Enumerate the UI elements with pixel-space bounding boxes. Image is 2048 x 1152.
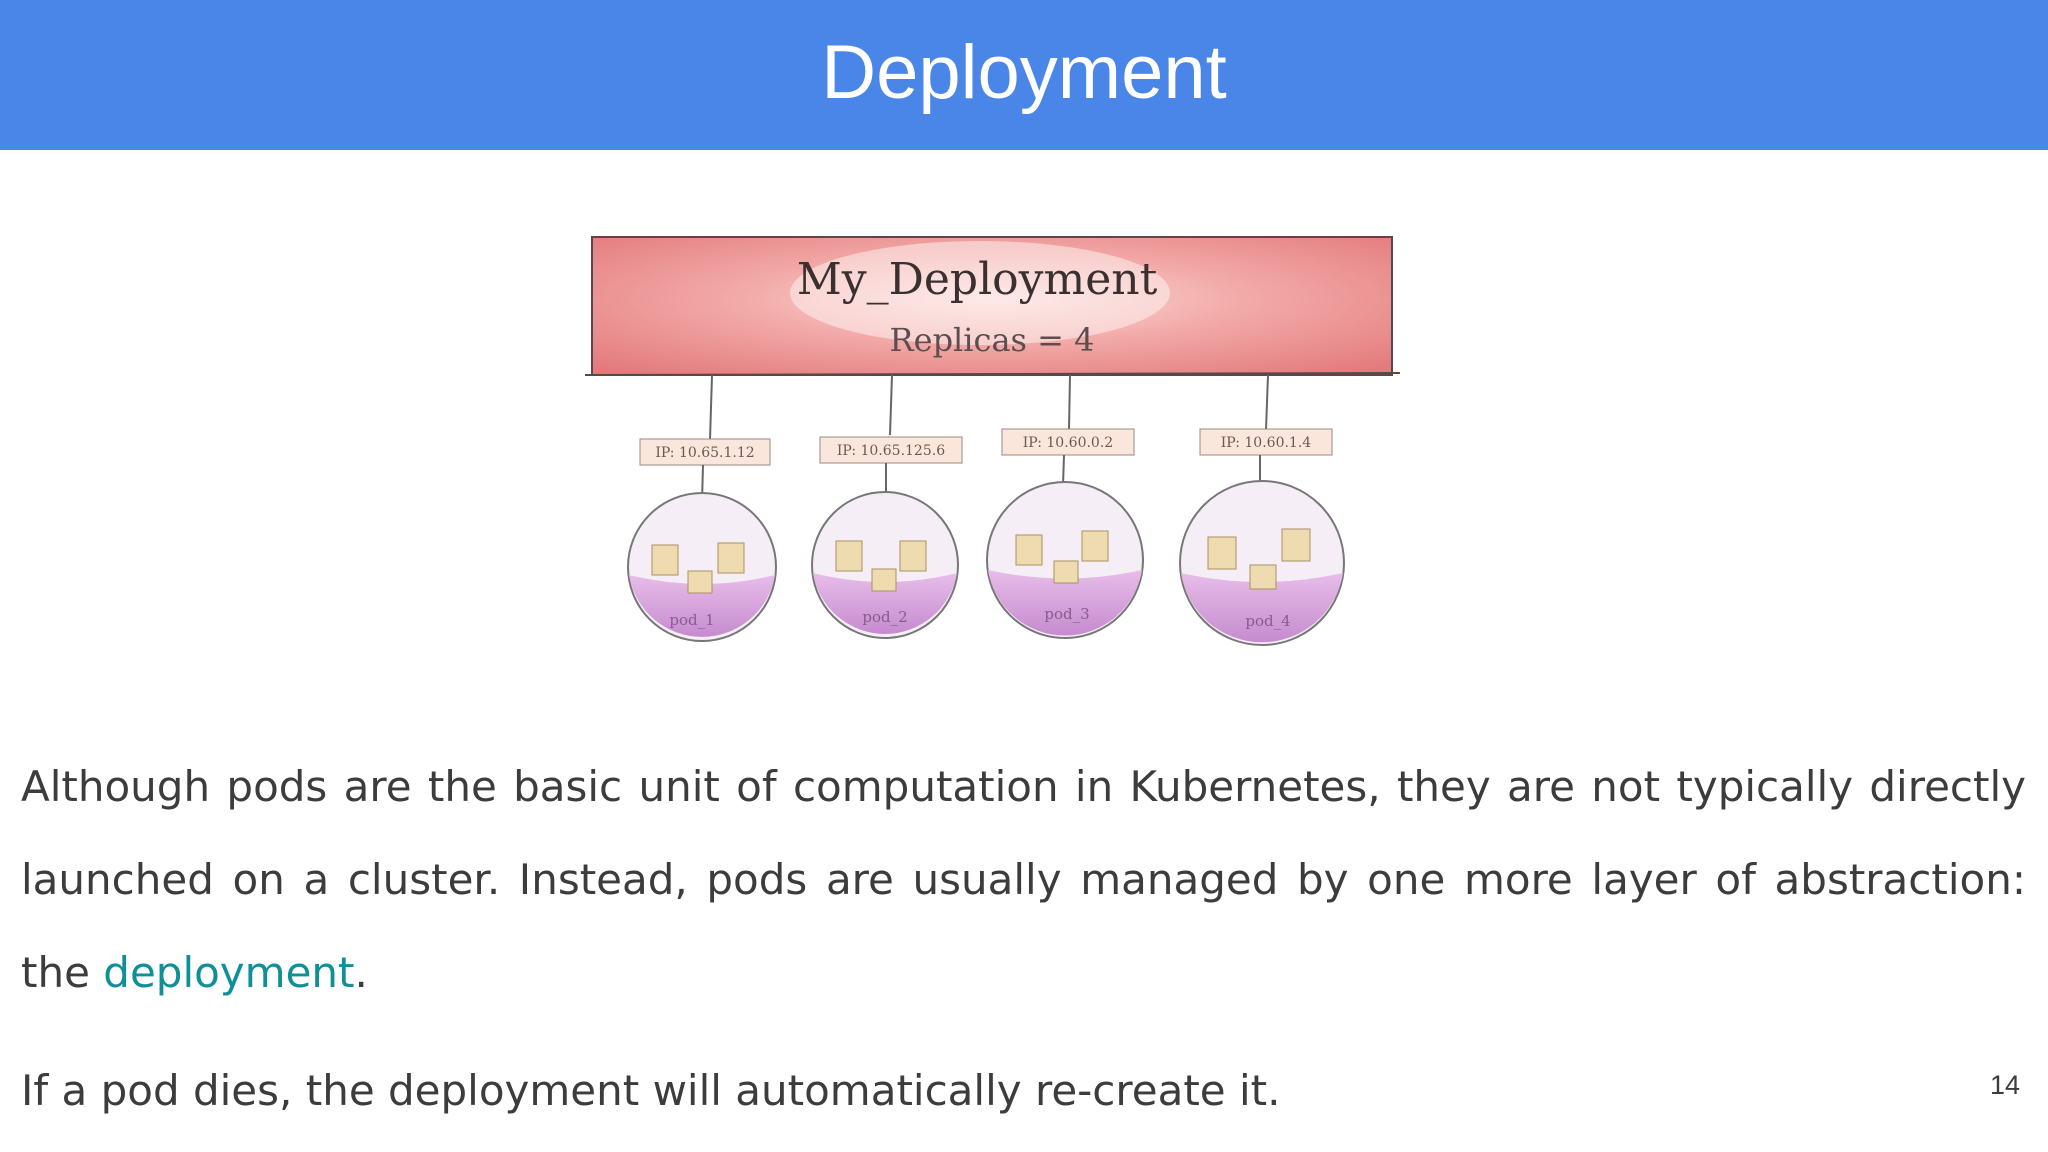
- ip-text: IP: 10.60.1.4: [1221, 435, 1312, 451]
- ip-label: IP: 10.60.0.2: [1001, 428, 1135, 456]
- ip-text: IP: 10.65.125.6: [837, 443, 945, 459]
- pod: pod_2: [811, 491, 959, 639]
- ip-text: IP: 10.65.1.12: [655, 445, 754, 461]
- deployment-diagram: My_Deployment Replicas = 4 IP: 10.65.1.1…: [584, 236, 1401, 646]
- slide-header: Deployment: [0, 0, 2048, 150]
- pod: pod_4: [1179, 480, 1345, 646]
- pod-name: pod_3: [1044, 605, 1089, 623]
- paragraph-intro: Although pods are the basic unit of comp…: [21, 740, 2026, 1019]
- deployment-name: My_Deployment: [797, 254, 1158, 305]
- replicas-label: Replicas = 4: [890, 321, 1095, 359]
- pod-name: pod_4: [1245, 612, 1290, 630]
- page-number: 14: [1989, 1070, 2020, 1100]
- pod: pod_3: [986, 481, 1144, 639]
- pod: pod_1: [627, 492, 777, 642]
- paragraph-intro-text: Although pods are the basic unit of comp…: [21, 762, 2026, 997]
- ip-text: IP: 10.60.0.2: [1023, 435, 1113, 451]
- ip-label: IP: 10.60.1.4: [1199, 428, 1333, 456]
- ip-label: IP: 10.65.125.6: [819, 436, 963, 464]
- paragraph-intro-end: .: [354, 948, 368, 997]
- slide-title: Deployment: [821, 30, 1227, 115]
- ip-label: IP: 10.65.1.12: [639, 438, 771, 466]
- paragraph-recreate: If a pod dies, the deployment will autom…: [21, 1066, 1281, 1115]
- pod-name: pod_1: [669, 611, 714, 629]
- pod-name: pod_2: [862, 608, 907, 626]
- deployment-link[interactable]: deployment: [103, 948, 355, 997]
